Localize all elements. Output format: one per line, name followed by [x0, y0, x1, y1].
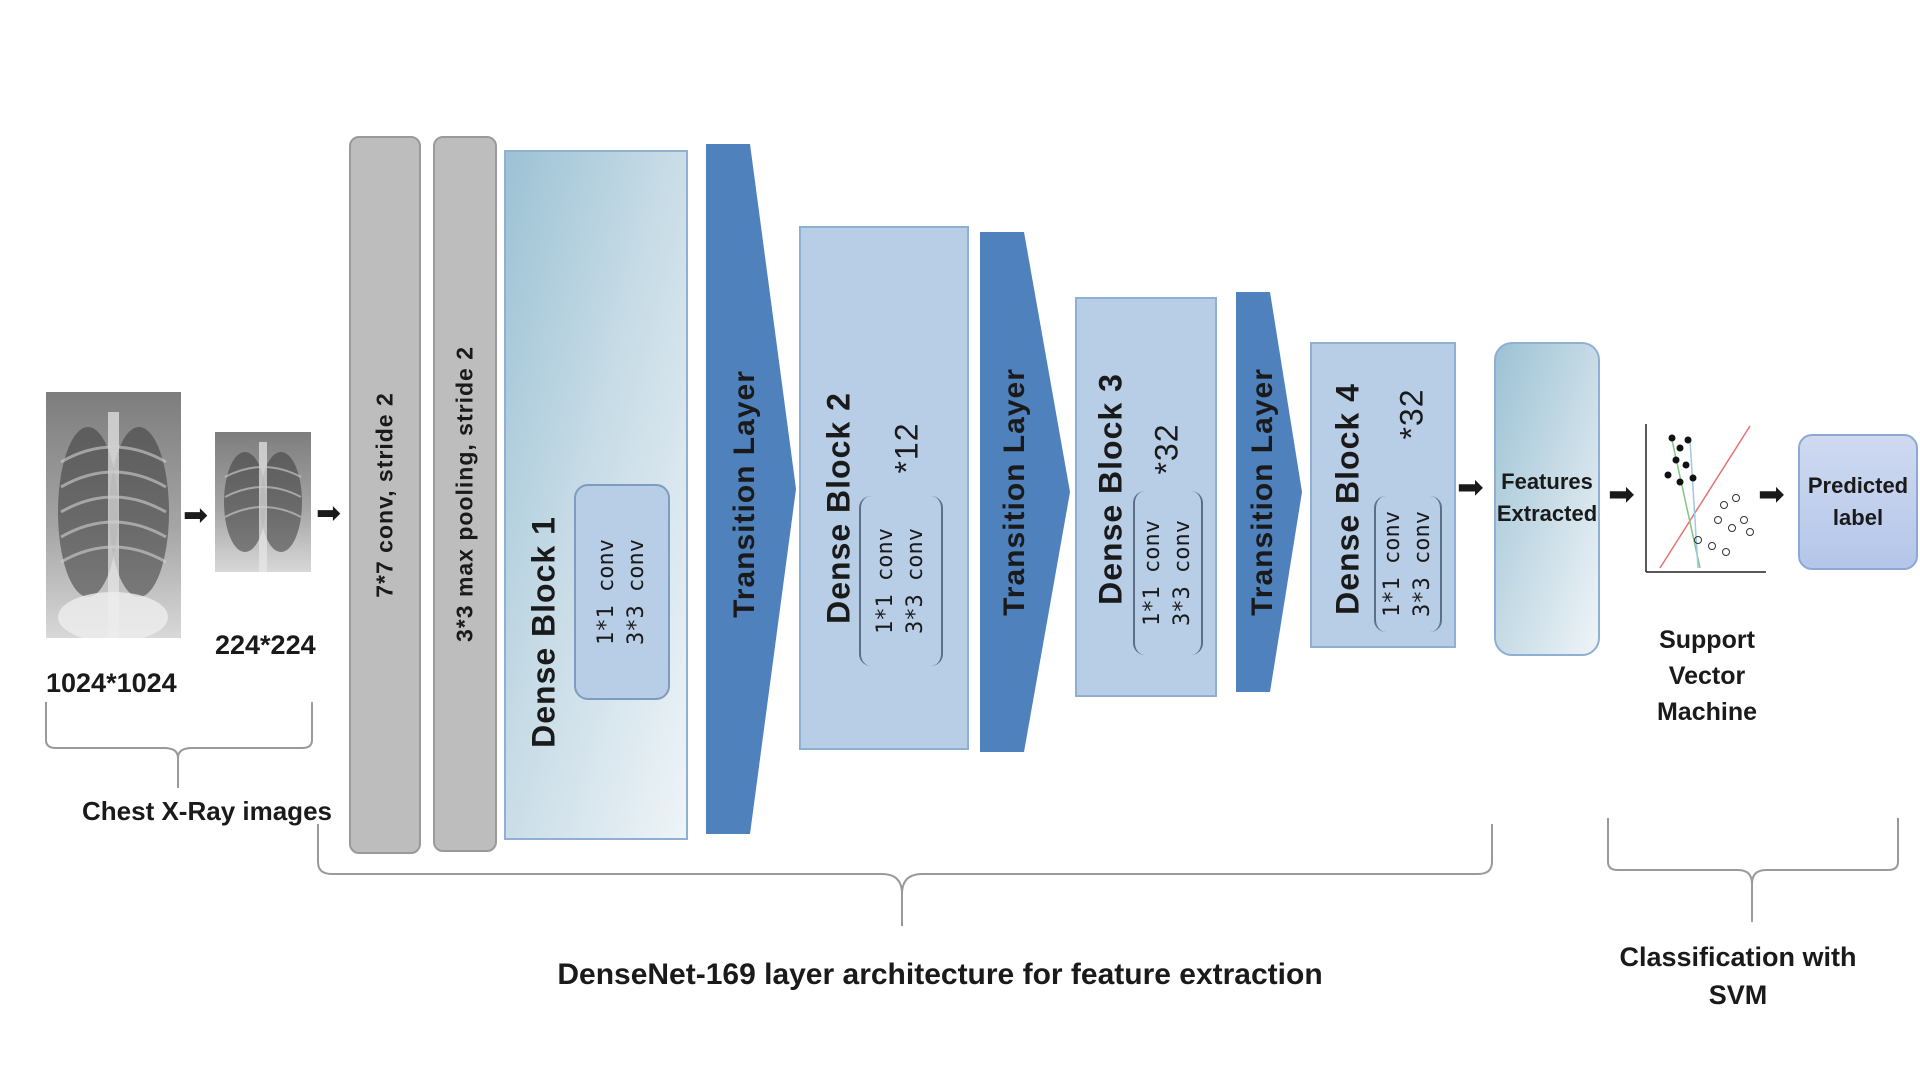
dense-block-1-conv-group: 1*1 conv 3*3 conv — [574, 484, 670, 700]
features-extracted-label: Features Extracted — [1496, 469, 1598, 526]
dense-block-4-conv-group: 1*1 conv 3*3 conv — [1374, 496, 1442, 632]
svm-label: Support Vector Machine — [1656, 626, 1758, 726]
features-extracted-box: Features Extracted — [1494, 342, 1600, 656]
densenet-caption: DenseNet-169 layer architecture for feat… — [557, 958, 1323, 991]
size-label-small: 224*224 — [215, 630, 316, 660]
conv-3x3-label: 3*3 conv — [1170, 520, 1195, 626]
dense-block-1: Dense Block 1 *6 1*1 conv 3*3 conv — [504, 150, 688, 840]
arrow-icon: ➡ — [1608, 476, 1635, 512]
dense-block-3: Dense Block 3 *32 1*1 conv 3*3 conv — [1075, 297, 1217, 697]
dense-block-1-title: Dense Block 1 — [525, 516, 562, 748]
size-label-large: 1024*1024 — [46, 668, 177, 698]
xray-image-large — [46, 392, 181, 638]
dense-block-4: Dense Block 4 *32 1*1 conv 3*3 conv — [1310, 342, 1456, 648]
conv-3x3-label: 3*3 conv — [624, 539, 649, 645]
arrow-icon: ➡ — [316, 497, 342, 530]
transition-layer-2-label: Transition Layer — [998, 368, 1031, 616]
conv-layer-label: 7*7 conv, stride 2 — [371, 392, 398, 598]
transition-layer-2 — [980, 232, 1070, 752]
transition-layer-3 — [1236, 292, 1302, 692]
transition-layer-1 — [706, 144, 796, 834]
conv-1x1-label: 1*1 conv — [1380, 511, 1405, 617]
xray-image-small — [215, 432, 311, 572]
brace-classification — [1607, 818, 1899, 922]
arrow-icon: ➡ — [1457, 469, 1484, 505]
conv-layer: 7*7 conv, stride 2 — [349, 136, 421, 854]
dense-block-4-multiplier: *32 — [1393, 388, 1430, 440]
svm-plot-icon — [1645, 424, 1766, 573]
conv-3x3-label: 3*3 conv — [903, 528, 928, 634]
transition-layer-3-label: Transition Layer — [1246, 368, 1279, 616]
brace-densenet — [317, 824, 1493, 926]
classification-caption: Classification with SVM — [1619, 942, 1857, 1010]
conv-1x1-label: 1*1 conv — [1140, 520, 1165, 626]
dense-block-4-title: Dense Block 4 — [1329, 383, 1366, 615]
conv-1x1-label: 1*1 conv — [594, 539, 619, 645]
dense-block-2: Dense Block 2 *12 1*1 conv 3*3 conv — [799, 226, 969, 750]
pooling-layer: 3*3 max pooling, stride 2 — [433, 136, 497, 852]
conv-3x3-label: 3*3 conv — [1410, 511, 1435, 617]
arrow-icon: ➡ — [1758, 476, 1785, 512]
dense-block-2-multiplier: *12 — [888, 422, 925, 474]
predicted-label-box: Predicted label — [1798, 434, 1918, 570]
chest-xray-caption: Chest X-Ray images — [82, 796, 332, 826]
arrow-icon: ➡ — [183, 499, 209, 532]
pooling-layer-label: 3*3 max pooling, stride 2 — [451, 346, 478, 642]
dense-block-3-multiplier: *32 — [1148, 423, 1185, 475]
dense-block-3-title: Dense Block 3 — [1092, 373, 1129, 605]
conv-1x1-label: 1*1 conv — [873, 528, 898, 634]
transition-layer-1-label: Transition Layer — [728, 370, 761, 618]
dense-block-2-title: Dense Block 2 — [820, 392, 857, 624]
dense-block-2-conv-group: 1*1 conv 3*3 conv — [859, 496, 943, 666]
predicted-label: Predicted label — [1807, 473, 1909, 530]
brace-input — [45, 702, 313, 788]
dense-block-3-conv-group: 1*1 conv 3*3 conv — [1133, 491, 1203, 655]
